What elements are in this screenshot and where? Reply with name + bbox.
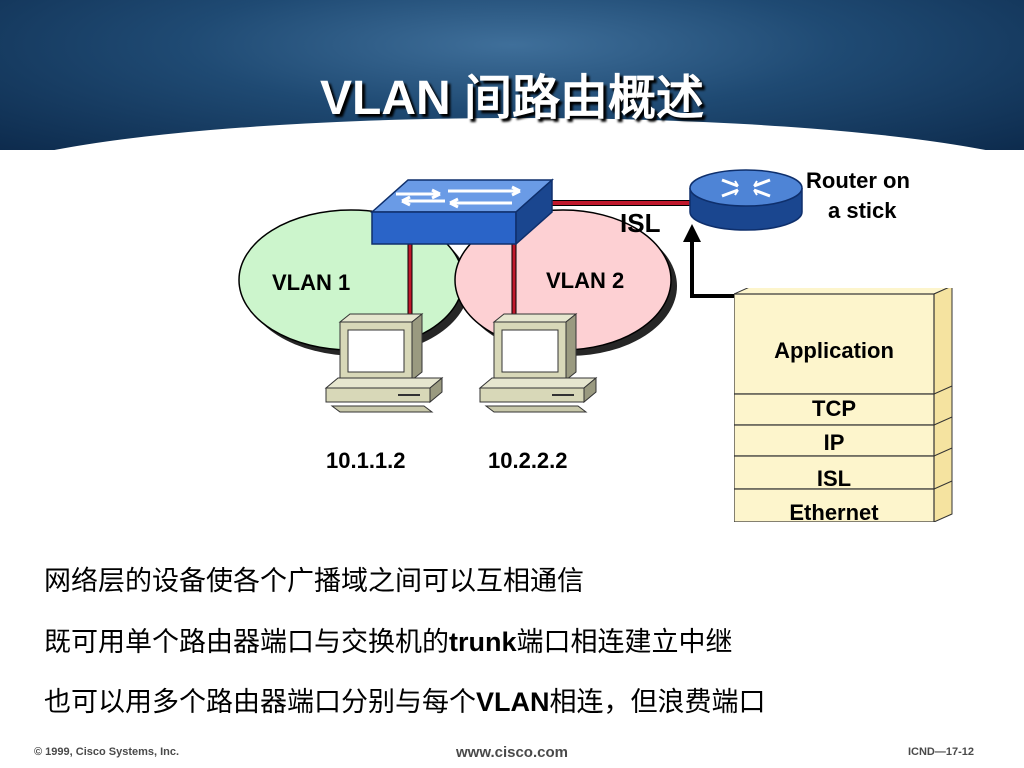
stack-layer-ethernet: Ethernet (789, 500, 879, 525)
switch-icon (370, 178, 554, 246)
bullet-item: 网络层的设备使各个广播域之间可以互相通信 (44, 562, 1004, 622)
protocol-stack: Application TCP IP ISL Ethernet (733, 285, 954, 525)
bullet-text-post: 相连，但浪费端口 (549, 687, 766, 718)
network-diagram: ISL Router on a stick VLAN 1 VLAN 2 10.1… (0, 150, 1024, 550)
slide-title: VLAN 间路由概述 (319, 72, 704, 125)
stack-layer-isl: ISL (816, 466, 852, 491)
router-icon (689, 169, 803, 231)
bullet-text-post: 端口相连建立中继 (516, 627, 733, 658)
host1-ip-label: 10.1.1.2 (326, 448, 406, 473)
isl-link-label: ISL (620, 208, 661, 238)
router-label-line1: Router on (806, 168, 910, 193)
vlan2-label: VLAN 2 (546, 268, 625, 293)
router-label-line2: a stick (828, 198, 897, 223)
bullet-text-pre: 既可用单个路由器端口与交换机的 (44, 627, 449, 658)
bullet-text-pre: 也可以用多个路由器端口分别与每个 (44, 687, 476, 718)
host2-ip-label: 10.2.2.2 (488, 448, 568, 473)
host1-computer-icon (324, 312, 444, 413)
bullet-list: 网络层的设备使各个广播域之间可以互相通信 既可用单个路由器端口与交换机的trun… (44, 562, 1004, 742)
footer-page-number: ICND—17-12 (907, 746, 974, 758)
stack-layer-ip: IP (823, 430, 845, 455)
footer-copyright: © 1999, Cisco Systems, Inc. (34, 746, 180, 758)
bullet-item: 也可以用多个路由器端口分别与每个VLAN相连，但浪费端口 (44, 682, 1004, 742)
bullet-item: 既可用单个路由器端口与交换机的trunk端口相连建立中继 (44, 622, 1004, 682)
stack-to-router-arrow (690, 238, 734, 298)
bullet-text: 网络层的设备使各个广播域之间可以互相通信 (44, 566, 584, 597)
stack-graphic (733, 285, 953, 523)
stack-layer-application: Application (774, 338, 894, 363)
bullet-text-bold: trunk (449, 627, 517, 657)
vlan1-label: VLAN 1 (272, 270, 351, 295)
diagram-canvas (238, 169, 803, 413)
arrow-head (683, 224, 701, 242)
title-banner (0, 0, 1024, 150)
bullet-text-bold: VLAN (476, 687, 550, 717)
host2-computer-icon (478, 312, 598, 413)
footer-url: www.cisco.com (456, 744, 568, 761)
stack-layer-tcp: TCP (812, 396, 856, 421)
